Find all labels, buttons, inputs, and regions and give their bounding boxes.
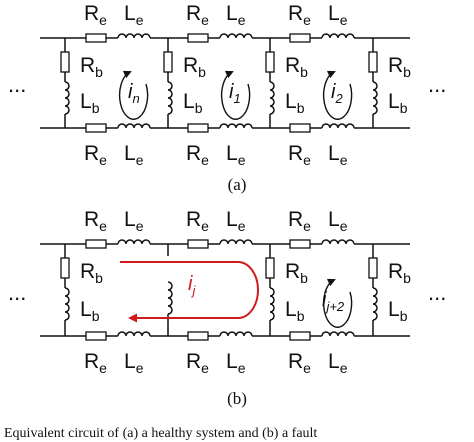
loop-arrow-i2 [322,70,353,120]
top-inductor [321,33,355,39]
caption-b: (b) [227,389,247,408]
branch [60,38,70,128]
bottom-inductor [321,331,355,337]
bottom-inductor [321,123,355,129]
label-lb: Lb [80,90,100,116]
branch [265,38,275,128]
top-inductor [117,33,151,39]
label-le: Le [124,350,144,376]
bottom-resistor [187,123,209,133]
label-le: Le [124,208,144,234]
label-le: Le [226,350,246,376]
branch [368,38,378,128]
label-le: Le [124,142,144,168]
circuit-a: in i1 i2 ... ... (a) [8,33,446,194]
fault-loop-arrow [120,261,259,323]
bottom-resistor [289,123,311,133]
top-resistor [289,239,311,249]
bottom-resistor [187,331,209,341]
label-le: Le [226,208,246,234]
top-inductor [321,239,355,245]
bottom-resistor [85,331,107,341]
label-lb: Lb [285,90,305,116]
loop-label-in: in [128,81,140,106]
label-lb: Lb [183,90,203,116]
loop-label-i1: i1 [229,81,241,106]
ellipsis-left: ... [8,72,26,97]
loop-arrow-in [118,70,149,120]
label-rb: Rb [285,260,308,286]
loop-label-ij2: ij+2 [322,289,345,314]
top-resistor [85,239,107,249]
label-re: Re [186,142,209,168]
label-rb: Rb [285,54,308,80]
ellipsis-left: ... [8,280,26,305]
branch [368,244,378,336]
label-le: Le [226,2,246,28]
top-resistor [187,33,209,43]
loop-label-i2: i2 [331,81,343,106]
top-resistor [187,239,209,249]
label-re: Re [84,2,107,28]
label-re: Re [288,350,311,376]
bottom-inductor [219,123,253,129]
label-le: Le [328,350,348,376]
ellipsis-right: ... [428,280,446,305]
label-rb: Rb [388,260,411,286]
label-re: Re [186,208,209,234]
label-lb: Lb [388,298,408,324]
loop-arrow-ij2 [322,278,353,328]
branch [60,244,70,336]
bottom-resistor [289,331,311,341]
label-rb: Rb [80,54,103,80]
bottom-inductor [117,123,151,129]
faulty-branch [167,244,173,336]
label-le: Le [328,2,348,28]
label-re: Re [84,142,107,168]
bottom-inductor [219,331,253,337]
label-le: Le [328,142,348,168]
label-re: Re [84,350,107,376]
top-inductor [219,33,253,39]
figure-caption: Equivalent circuit of (a) a healthy syst… [4,426,317,441]
bottom-resistor [85,123,107,133]
label-le: Le [226,142,246,168]
label-re: Re [288,2,311,28]
label-lb: Lb [388,90,408,116]
label-rb: Rb [388,54,411,80]
circuit-b: ij ij+2 ... ... (b) [8,239,446,408]
label-re: Re [186,350,209,376]
label-le: Le [328,208,348,234]
label-le: Le [124,2,144,28]
loop-label-ij: ij [188,273,196,298]
label-rb: Rb [183,54,206,80]
label-re: Re [288,208,311,234]
label-re: Re [288,142,311,168]
loop-arrow-i1 [220,70,251,120]
label-lb: Lb [80,298,100,324]
top-resistor [85,33,107,43]
branch [265,244,275,336]
top-inductor [219,239,253,245]
caption-a: (a) [228,175,247,194]
label-re: Re [84,208,107,234]
branch [163,38,173,128]
top-resistor [289,33,311,43]
bottom-inductor [117,331,151,337]
ellipsis-right: ... [428,72,446,97]
label-re: Re [186,2,209,28]
top-inductor [117,239,151,245]
label-rb: Rb [80,260,103,286]
label-lb: Lb [285,298,305,324]
